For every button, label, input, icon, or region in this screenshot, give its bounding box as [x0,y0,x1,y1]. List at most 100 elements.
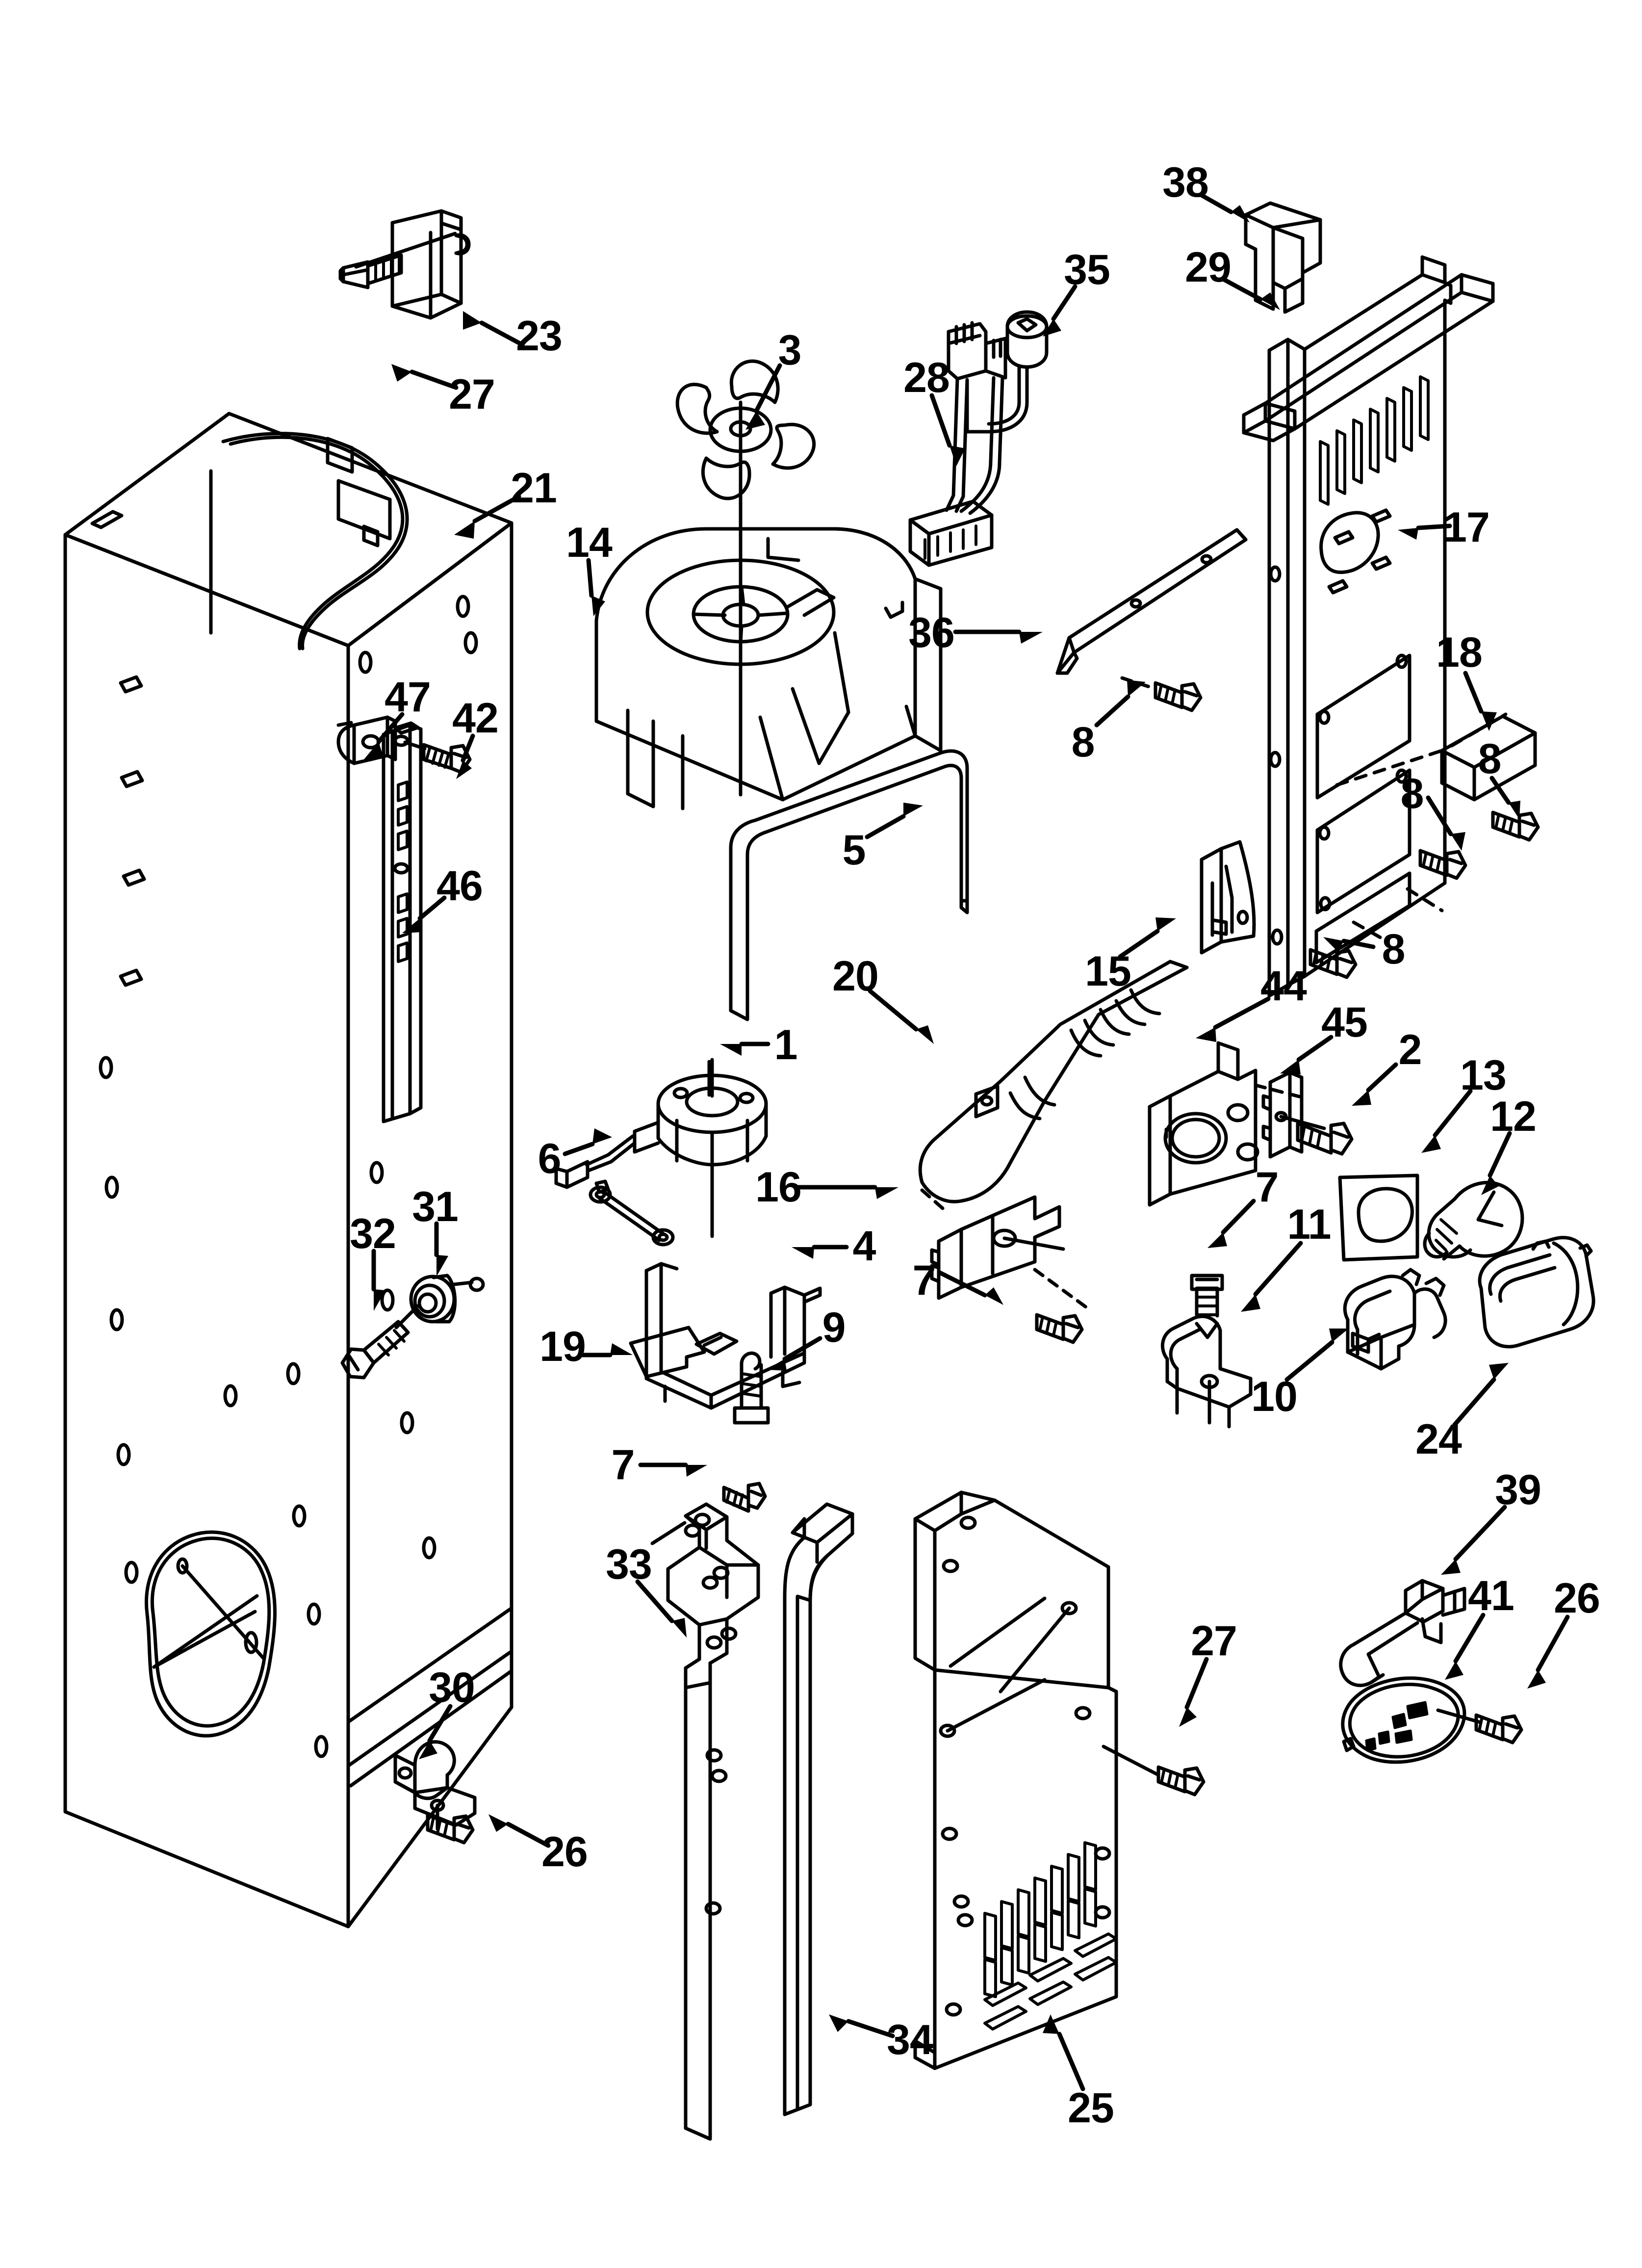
plastic-clip-anchor-part [1244,201,1322,314]
callout-45: 45 [1321,999,1368,1046]
callout-number: 45 [1321,999,1368,1046]
ground-strap-part [589,1179,675,1247]
callout-number: 14 [566,519,613,566]
callout-number: 25 [1068,2085,1114,2132]
callout-7-a: 7 [1256,1166,1279,1208]
panel-screw-c [1418,849,1467,880]
drain-tube-loop-part [729,749,969,1021]
callout-number: 15 [1085,948,1131,995]
vertical-trim-post-part [783,1502,854,2116]
callout-number: 17 [1443,504,1490,551]
callout-28: 28 [903,354,950,401]
callout-31: 31 [412,1183,459,1230]
callout-number: 20 [832,953,879,1000]
grommet-part [409,1274,485,1324]
light-shield-cap-part [1478,1236,1595,1349]
cabinet-shell [63,412,513,1929]
callout-42: 42 [452,695,499,742]
callout-8-b: 8 [1478,738,1502,780]
callout-14: 14 [566,519,613,566]
light-bulb-part [1423,1181,1524,1261]
panel-screw-b [1491,810,1540,842]
callout-number: 36 [908,609,955,656]
callout-25: 25 [1068,2087,1114,2129]
callout-1: 1 [774,1021,798,1069]
hinge-mount-plate-part [1335,712,1537,802]
callout-number: 29 [1185,244,1232,291]
duct-mount-bracket-part [920,1188,1088,1309]
callout-number: 4 [852,1223,876,1270]
callout-44: 44 [1260,965,1307,1007]
callout-6: 6 [538,1138,562,1180]
corner-screw-part [338,232,457,289]
callout-5: 5 [843,829,866,871]
callout-9: 9 [822,1306,846,1349]
callout-10: 10 [1251,1373,1298,1420]
callout-15: 15 [1085,950,1131,992]
lamp-socket-bracket-part [1148,1041,1307,1207]
callout-21: 21 [511,467,557,509]
oval-badge-part [1341,1676,1481,1764]
callout-number: 32 [350,1210,396,1257]
callout-number: 46 [436,862,483,910]
sensor-probe-part [1339,1579,1466,1687]
callout-8-d: 8 [1382,926,1406,973]
callout-number: 18 [1436,629,1483,676]
callout-number: 31 [412,1183,459,1230]
callout-number: 42 [452,695,499,742]
motor-mount-bracket-part [644,1262,822,1410]
foam-pad-part [629,1326,706,1379]
callout-number: 16 [755,1164,802,1211]
callout-8-c: 8 [1401,773,1424,815]
leader-lines [364,193,1570,2091]
callout-number: 1 [774,1021,798,1069]
callout-number: 19 [539,1323,586,1370]
callout-32: 32 [350,1213,396,1255]
grommet-screw-part [340,1304,420,1380]
callout-number: 39 [1495,1466,1541,1513]
callout-number: 3 [778,327,802,374]
callout-number: 30 [429,1664,475,1711]
callout-29: 29 [1185,244,1232,291]
callout-26-a: 26 [1554,1577,1600,1619]
callout-number: 10 [1251,1373,1298,1420]
callout-16: 16 [755,1164,802,1211]
callout-number: 2 [1398,1026,1422,1073]
callout-number: 47 [385,674,431,721]
fan-motor-part [554,1058,768,1238]
light-lens-cover-part [1338,1173,1419,1262]
callout-number: 28 [903,354,950,401]
panel-screw-d [1308,948,1358,979]
wire-harness-part [908,310,1049,567]
callout-20: 20 [832,953,879,1000]
callout-46: 46 [436,865,483,907]
hinge-arm-screw-part [722,1482,767,1513]
callout-number: 11 [1287,1201,1332,1248]
callout-2: 2 [1399,1029,1422,1071]
callout-number: 13 [1460,1052,1507,1099]
rear-panel-part [1267,255,1453,998]
callout-number: 26 [1554,1575,1600,1622]
callout-27-bottom: 27 [1191,1620,1237,1662]
cabinet-bottom-screw-part [426,1813,475,1845]
callout-number: 7 [912,1257,936,1304]
callout-36: 36 [908,609,955,656]
panel-27-screw-part [1102,1745,1206,1797]
callout-number: 27 [1191,1617,1237,1665]
callout-number: 8 [1382,926,1406,973]
callout-number: 24 [1415,1416,1462,1463]
callout-34: 34 [887,2019,933,2061]
hinge-arm-part [650,1502,760,2141]
callout-number: 41 [1468,1572,1514,1619]
callout-number: 23 [516,313,563,360]
callout-number: 38 [1162,159,1209,206]
callout-30: 30 [429,1667,475,1709]
callout-number: 8 [1071,719,1095,766]
callout-13: 13 [1460,1052,1507,1099]
callout-number: 7 [1255,1164,1279,1211]
callout-number: 21 [511,465,557,512]
badge-screw-part [1474,1713,1523,1745]
lamp-bracket-screw-part [1296,1121,1354,1156]
